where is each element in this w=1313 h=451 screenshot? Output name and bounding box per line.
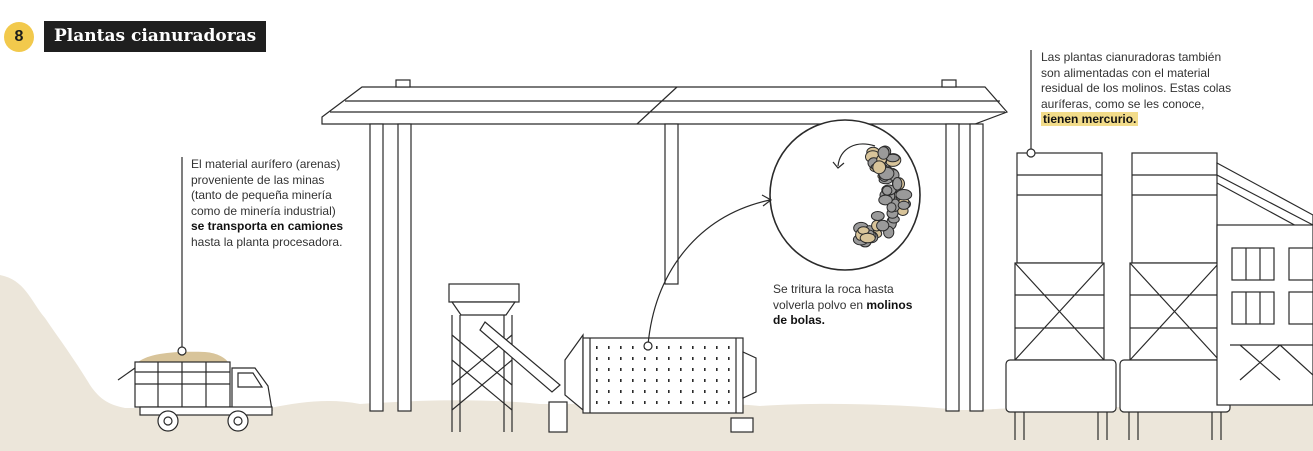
note-line: proveniente de las minas [191,172,325,187]
mercury-highlight: tienen mercurio. [1041,112,1139,127]
ball-mill [564,333,757,433]
note-line: Las plantas cianuradoras también [1041,50,1222,64]
note-line: como de minería industrial) [191,203,336,218]
note-bold-term: de bolas. [773,313,826,328]
ground [0,275,1313,451]
cyanide-tanks [1005,152,1231,440]
note-line: (tanto de pequeña minería [191,188,332,203]
note-line: Se tritura la roca hasta [773,282,894,296]
note-line: hasta la planta procesadora. [191,234,343,249]
note-line: El material aurífero (arenas) [191,157,341,171]
note-line: son alimentadas con el material [1041,65,1210,80]
crusher-hopper [448,283,568,433]
plant-building [1216,161,1313,406]
note-bold-term: molinos [866,297,913,312]
plant-note: Las plantas cianuradoras también son ali… [1041,50,1271,128]
note-line: residual de los molinos. Estas colas [1041,81,1232,96]
step-number-badge: 8 [4,22,34,52]
note-line: volverla polvo en [773,297,867,312]
mill-note: Se tritura la roca hasta volverla polvo … [773,282,963,329]
shed-roof [321,79,1009,125]
dump-truck [117,351,273,432]
trucks-note: El material aurífero (arenas) provenient… [191,157,391,251]
shed-columns [369,123,984,412]
mill-magnifier [647,119,921,346]
note-bold-line: se transporta en camiones [191,219,344,234]
section-title: Plantas cianuradoras [44,21,267,52]
note-line: auríferas, como se les conoce, [1041,96,1205,111]
